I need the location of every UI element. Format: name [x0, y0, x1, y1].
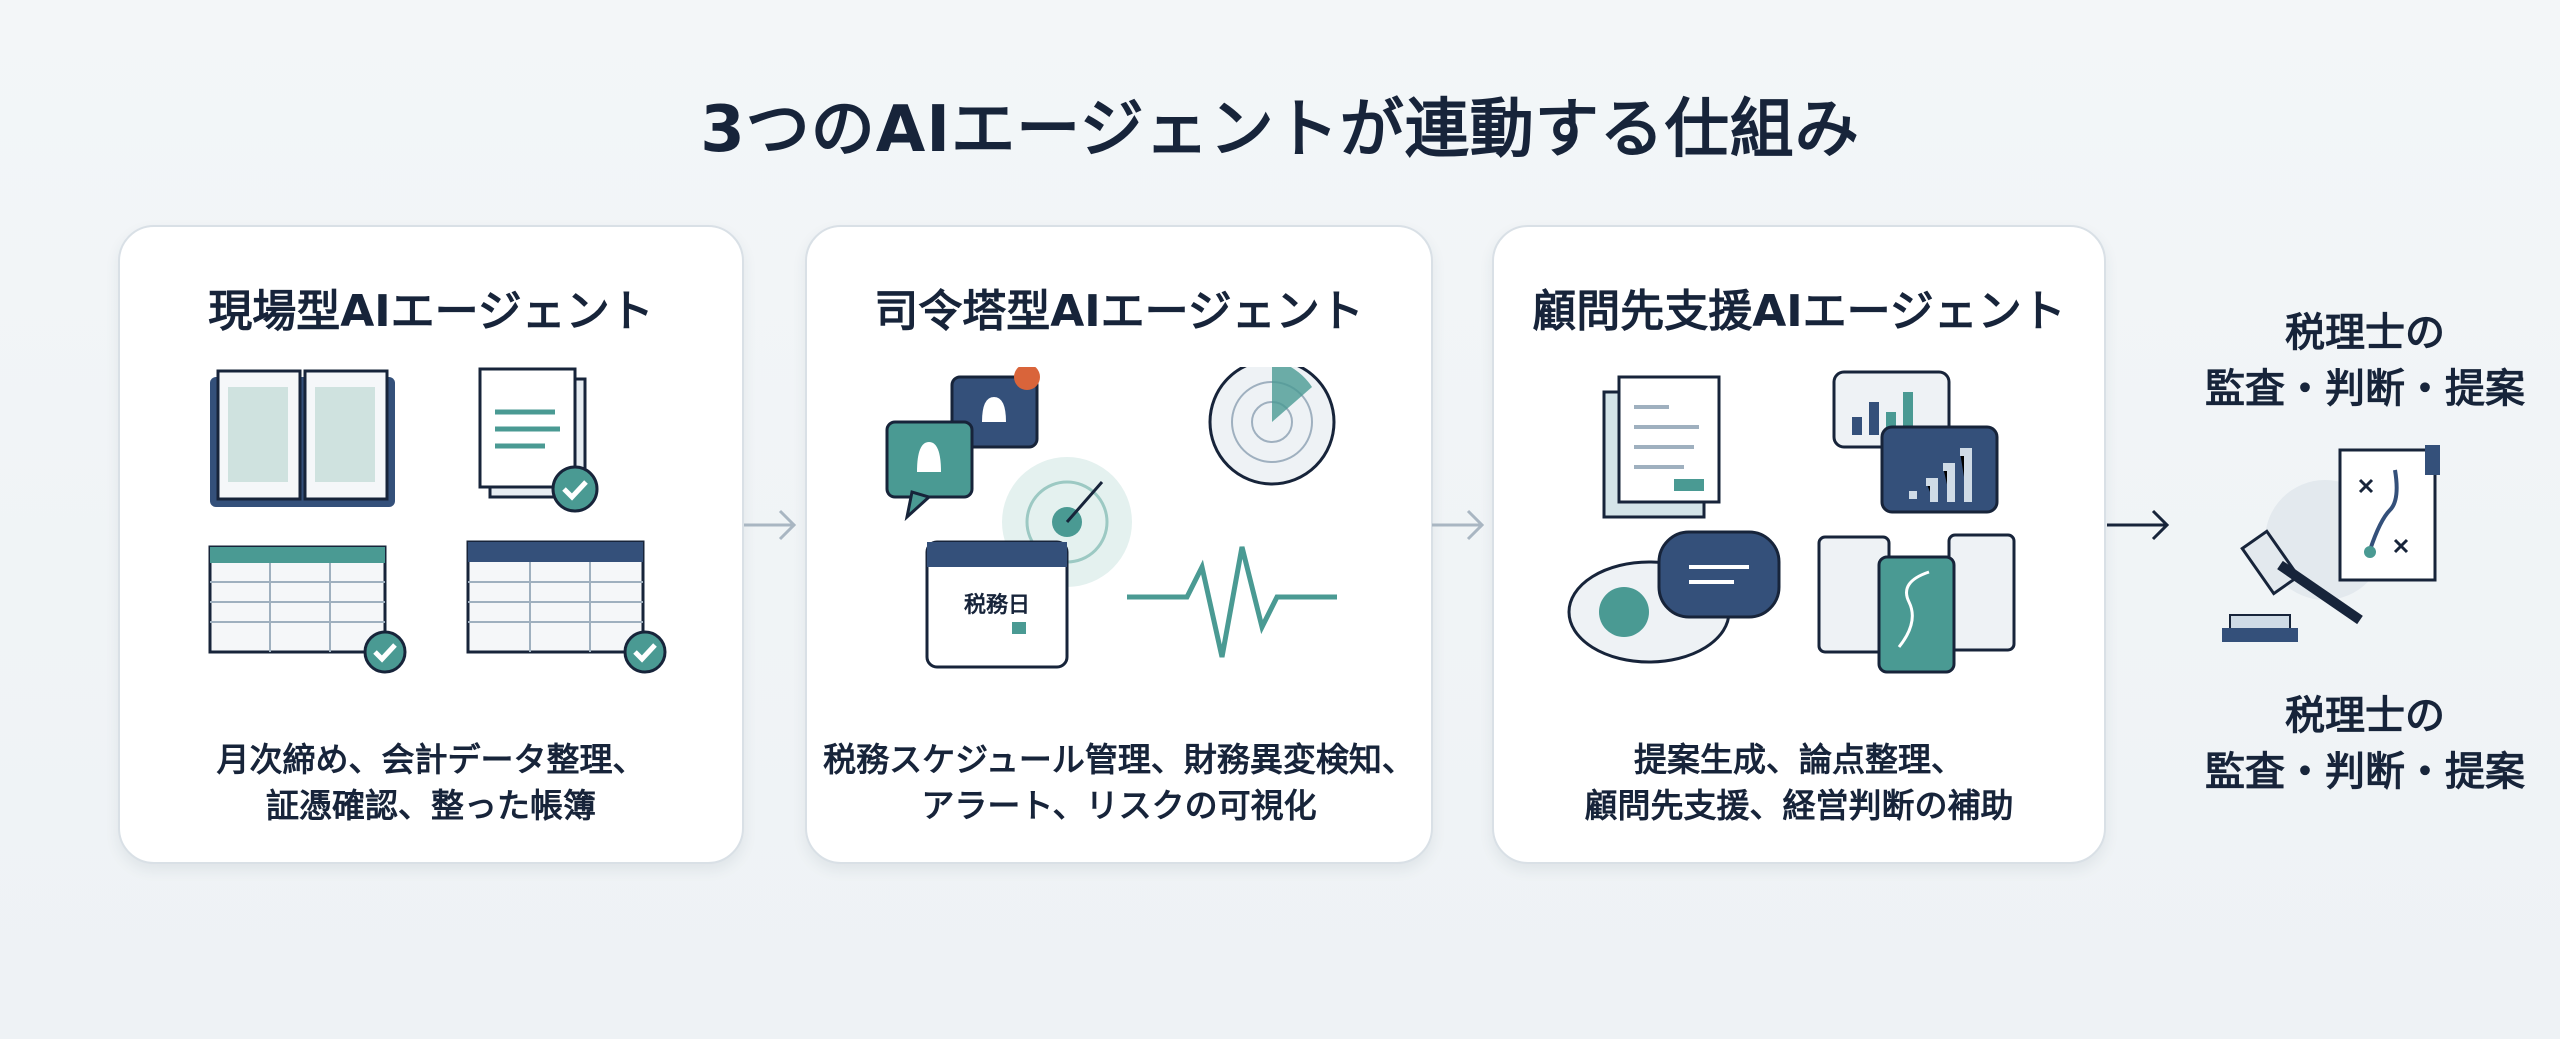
arrow-right-icon — [744, 509, 797, 541]
arrow-right-icon — [1432, 509, 1485, 541]
card-command-agent: 司令塔型AIエージェント 税務日 税務スケジュール管理、財務異変検知、アラート、… — [805, 225, 1433, 864]
ledger-book-icon — [210, 369, 395, 507]
table-window-check-icon — [466, 540, 667, 674]
page-title: 3つのAIエージェントが連動する仕組み — [700, 93, 1860, 167]
documents-check-icon — [478, 367, 599, 513]
alert-bells-icon — [885, 367, 1040, 522]
result-line: 監査・判断・提案 — [2205, 749, 2525, 795]
card-desc-line: 税務スケジュール管理、財務異変検知、 — [823, 740, 1415, 779]
card-desc-line: 証憑確認、整った帳簿 — [266, 786, 596, 825]
result-line: 税理士の — [2285, 310, 2445, 356]
card-title: 現場型AIエージェント — [208, 286, 654, 337]
card-title: 顧問先支援AIエージェント — [1532, 286, 2066, 337]
chart-chat-icon — [1832, 370, 1999, 514]
result-label-top: 税理士の 監査・判断・提案 — [2200, 305, 2530, 417]
card-title: 司令塔型AIエージェント — [874, 286, 1364, 337]
card-client-support-agent: 顧問先支援AIエージェント 提案生成、論点整理、顧問先支援、経営判断の補助 — [1492, 225, 2106, 864]
result-line: 監査・判断・提案 — [2205, 366, 2525, 412]
card-desc-line: 提案生成、論点整理、 — [1634, 740, 1964, 779]
calendar-icon: 税務日 — [925, 540, 1069, 669]
pulse-line-icon — [1127, 546, 1337, 658]
strategy-cards-icon — [1817, 533, 2016, 674]
spreadsheet-check-icon — [208, 545, 407, 674]
report-documents-icon — [1602, 375, 1721, 519]
gavel-strategy-icon — [2222, 445, 2440, 642]
calendar-label: 税務日 — [964, 592, 1030, 618]
card-desc-line: 月次締め、会計データ整理、 — [216, 740, 646, 779]
arrow-right-icon — [2107, 509, 2170, 541]
pie-chat-icon — [1567, 530, 1781, 664]
card-field-agent: 現場型AIエージェント 月次締め、会計データ整理、証憑確認、整った帳簿 — [118, 225, 744, 864]
card-desc-line: アラート、リスクの可視化 — [921, 786, 1317, 825]
result-label-bottom: 税理士の 監査・判断・提案 — [2200, 688, 2530, 800]
result-line: 税理士の — [2285, 693, 2445, 739]
card-desc-line: 顧問先支援、経営判断の補助 — [1584, 786, 2014, 825]
